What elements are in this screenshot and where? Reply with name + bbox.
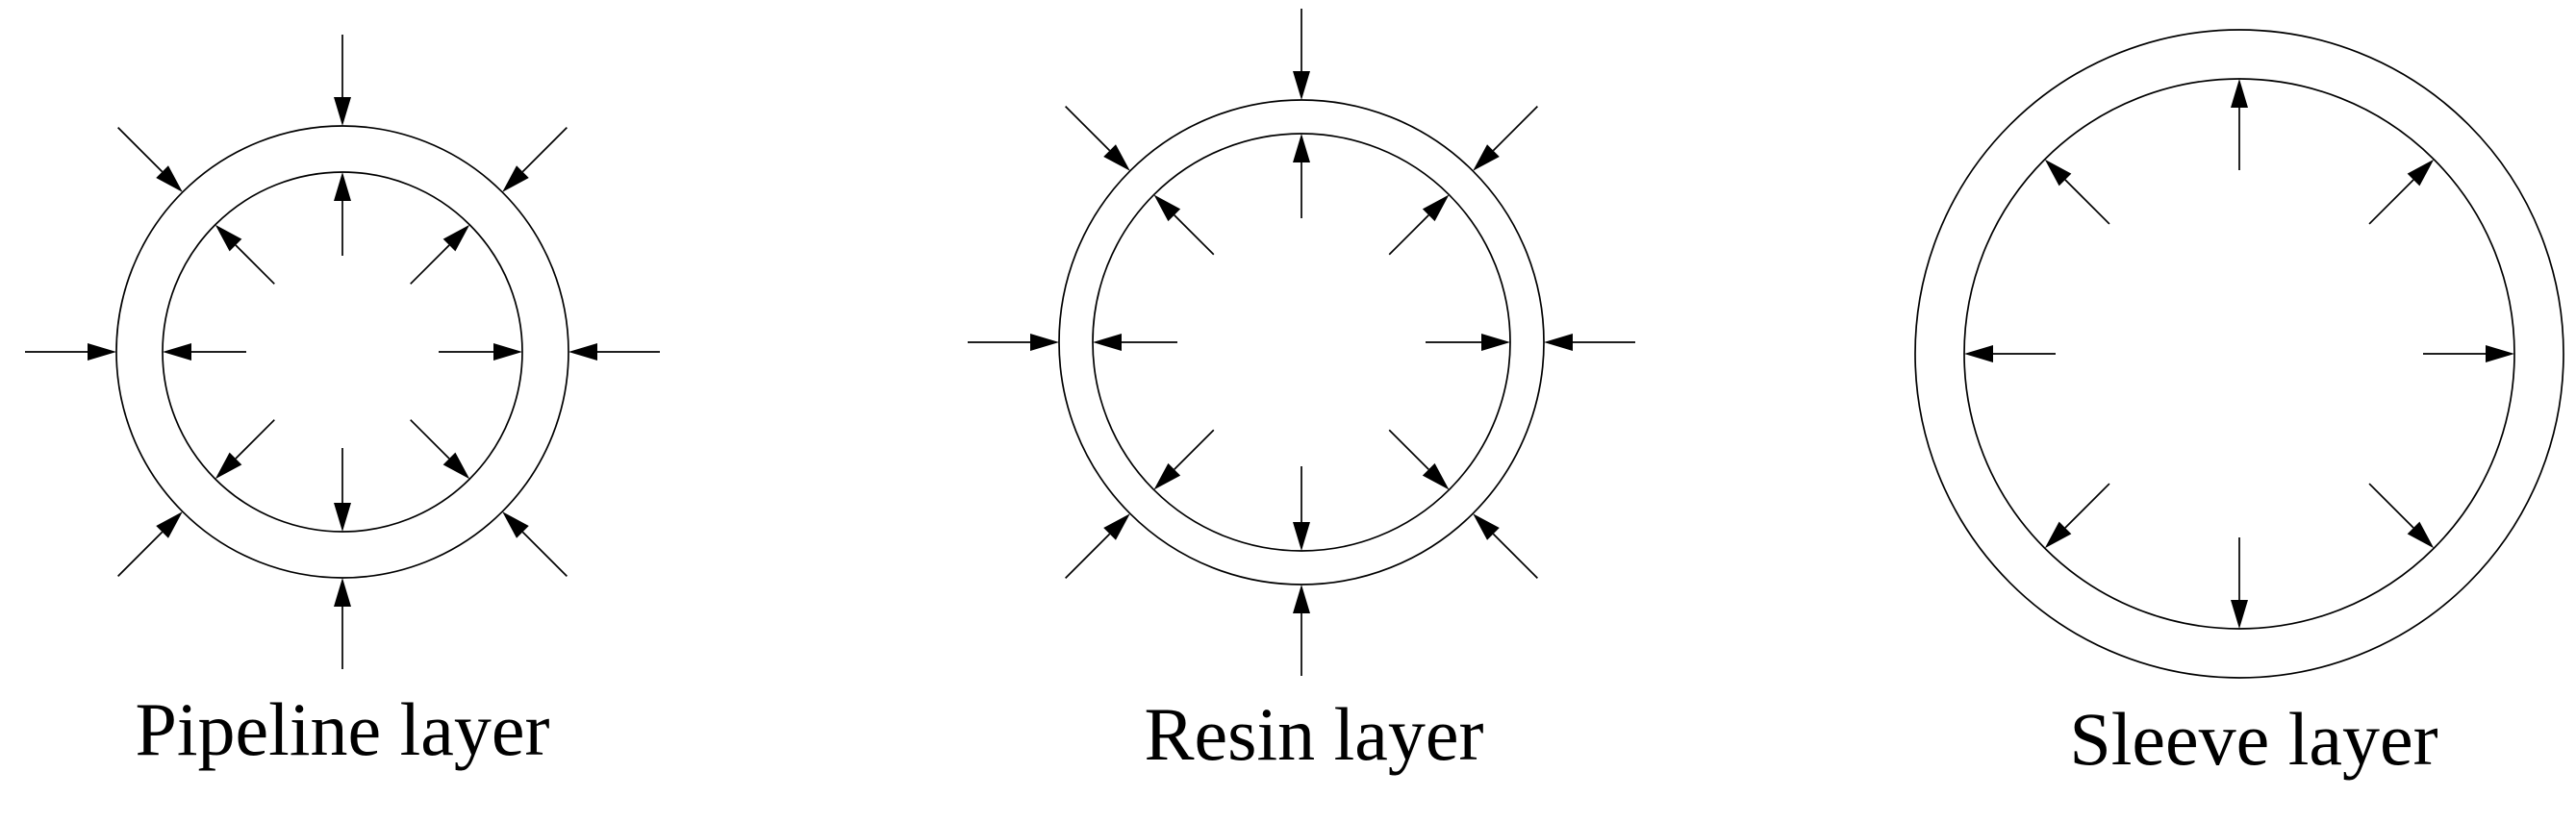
pipeline-outer-arrow-head (156, 165, 183, 192)
pipeline-outer-arrow-shaft (117, 531, 164, 577)
pipeline-outer-arrows (25, 35, 660, 669)
resin-inner-arrow-head (1481, 334, 1510, 351)
sleeve-inner-arrow-head (2486, 345, 2514, 362)
resin-inner-arrow-head (1293, 134, 1310, 162)
resin-inner-arrow-head (1422, 462, 1450, 490)
pipeline-inner-arrow-head (215, 452, 242, 480)
sleeve-inner-arrow-head (1964, 345, 1993, 362)
pipeline-inner-arrow-shaft (235, 419, 275, 460)
sleeve-outer-ring (1914, 29, 2564, 679)
resin-outer-arrow-head (1293, 71, 1310, 100)
resin-inner-arrow-head (1093, 334, 1122, 351)
sleeve-inner-arrow-head (2044, 521, 2072, 549)
resin-inner-arrow-shaft (1388, 429, 1429, 470)
panel-resin: Resin layer (968, 9, 1635, 776)
sleeve-inner-arrow-shaft (2368, 483, 2414, 529)
sleeve-inner-arrow-head (2407, 159, 2435, 187)
sleeve-caption: Sleeve layer (2069, 697, 2437, 781)
pipeline-outer-arrow-head (334, 97, 351, 126)
pipeline-outer-arrow-head (88, 343, 116, 361)
pipeline-inner-arrow-head (163, 343, 191, 361)
resin-inner-arrows (1093, 134, 1510, 551)
resin-outer-arrow-head (1030, 334, 1059, 351)
resin-outer-arrow-head (1544, 334, 1573, 351)
pipeline-inner-arrows (163, 172, 522, 532)
sleeve-inner-arrow-shaft (2064, 483, 2110, 529)
sleeve-inner-arrow-shaft (2064, 179, 2110, 225)
resin-caption: Resin layer (1144, 692, 1483, 776)
resin-outer-arrow-head (1473, 513, 1500, 540)
pipeline-inner-arrow-shaft (410, 244, 450, 285)
resin-outer-arrow-head (1103, 144, 1130, 171)
sleeve-inner-arrow-head (2044, 159, 2072, 187)
panel-pipeline: Pipeline layer (25, 35, 660, 771)
pipeline-outer-arrow-shaft (117, 127, 164, 173)
resin-inner-arrow-shaft (1174, 214, 1215, 256)
resin-outer-arrow-shaft (1065, 106, 1111, 152)
sleeve-inner-arrow-head (2231, 600, 2248, 629)
resin-outer-arrow-head (1293, 585, 1310, 613)
resin-inner-arrow-head (1153, 462, 1181, 490)
pipeline-inner-arrow-head (442, 224, 470, 252)
pipeline-outer-arrow-head (568, 343, 597, 361)
sleeve-inner-arrow-shaft (2368, 179, 2414, 225)
pipeline-inner-arrow-shaft (410, 419, 450, 460)
pipeline-inner-arrow-head (215, 224, 242, 252)
resin-outer-arrows (968, 9, 1635, 676)
resin-outer-arrow-shaft (1492, 533, 1538, 579)
pipeline-outer-arrow-shaft (521, 127, 568, 173)
pipeline-outer-arrow-head (334, 578, 351, 607)
pipeline-outer-arrow-head (502, 165, 529, 192)
sleeve-inner-arrow-head (2407, 521, 2435, 549)
resin-inner-arrow-shaft (1388, 214, 1429, 256)
panel-sleeve: Sleeve layer (1914, 29, 2564, 781)
sleeve-inner-arrow-head (2231, 79, 2248, 108)
sleeve-inner-arrows (1964, 79, 2514, 629)
resin-inner-arrow-head (1293, 522, 1310, 551)
pipeline-inner-arrow-head (493, 343, 522, 361)
pipeline-inner-arrow-head (442, 452, 470, 480)
resin-outer-arrow-head (1473, 144, 1500, 171)
pipeline-inner-arrow-head (334, 503, 351, 532)
resin-outer-arrow-shaft (1492, 106, 1538, 152)
resin-outer-arrow-shaft (1065, 533, 1111, 579)
pipeline-inner-arrow-head (334, 172, 351, 201)
resin-inner-arrow-head (1422, 194, 1450, 222)
pipeline-outer-arrow-head (502, 511, 529, 538)
pipeline-outer-arrow-head (156, 511, 183, 538)
resin-inner-arrow-shaft (1174, 429, 1215, 470)
resin-inner-arrow-head (1153, 194, 1181, 222)
pipeline-outer-arrow-shaft (521, 531, 568, 577)
pipeline-inner-arrow-shaft (235, 244, 275, 285)
resin-outer-arrow-head (1103, 513, 1130, 540)
pipeline-caption: Pipeline layer (135, 687, 549, 771)
